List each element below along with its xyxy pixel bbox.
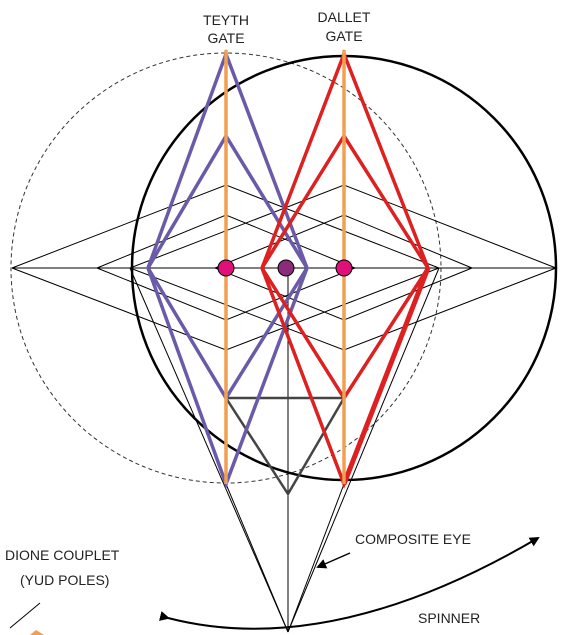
- corner-orange-arrow: [30, 630, 44, 635]
- teyth-gate-label-line2: GATE: [207, 30, 244, 46]
- dallet-thick-edge: [341, 267, 431, 485]
- dione-couplet-pointer: [9, 602, 41, 629]
- dallet-gate-label-line2: GATE: [325, 28, 362, 44]
- spinner-label: SPINNER: [418, 610, 480, 626]
- dallet-pole-dot: [335, 259, 353, 277]
- teyth-pole-dot: [217, 259, 235, 277]
- center-dot: [277, 259, 295, 277]
- composite-eye-pointer: [316, 552, 351, 569]
- teyth-gate-label-line1: TEYTH: [203, 12, 249, 28]
- gray-triangle: [223, 396, 347, 497]
- spinner-arc: [159, 536, 540, 630]
- dione-couplet-label-line1: DIONE COUPLET: [5, 547, 120, 563]
- dallet-gate-label-line1: DALLET: [318, 9, 371, 25]
- composite-eye-label: COMPOSITE EYE: [355, 531, 471, 547]
- construction-lines: [11, 184, 557, 633]
- dione-couplet-label-line2: (YUD POLES): [20, 572, 109, 588]
